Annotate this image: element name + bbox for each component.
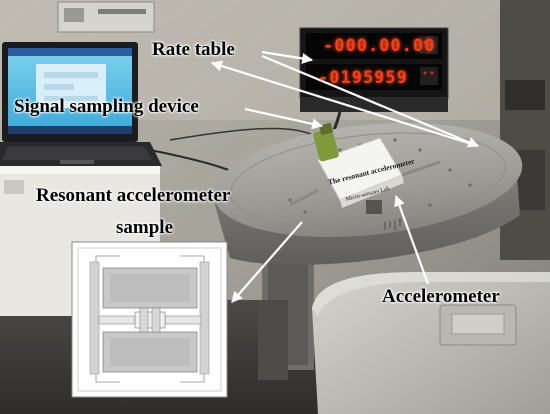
arrow-rate-table-pointer [210,60,479,148]
arrow-signal-device [244,107,324,130]
led-readout-upper: -000.00.00 [323,36,436,56]
sample-fixture [289,137,441,214]
laptop [0,42,162,166]
accelerometer-housing [312,272,550,414]
label-resonant-accelerometer: Resonant accelerometer [36,185,231,206]
label-resonant-sample: sample [116,217,173,238]
arrow-rate-table-disk [261,54,480,148]
sample-inset [71,241,228,398]
led-readout-lower: -0195959 [318,68,408,88]
annotation-arrows [210,50,480,303]
arrow-rate-table-controller [261,50,314,64]
arrow-sample-inset [231,221,303,303]
label-rate-table: Rate table [152,39,235,60]
arrow-accelerometer [394,194,430,285]
label-signal-sampling-device: Signal sampling device [14,96,199,117]
label-accelerometer: Accelerometer [382,286,500,307]
